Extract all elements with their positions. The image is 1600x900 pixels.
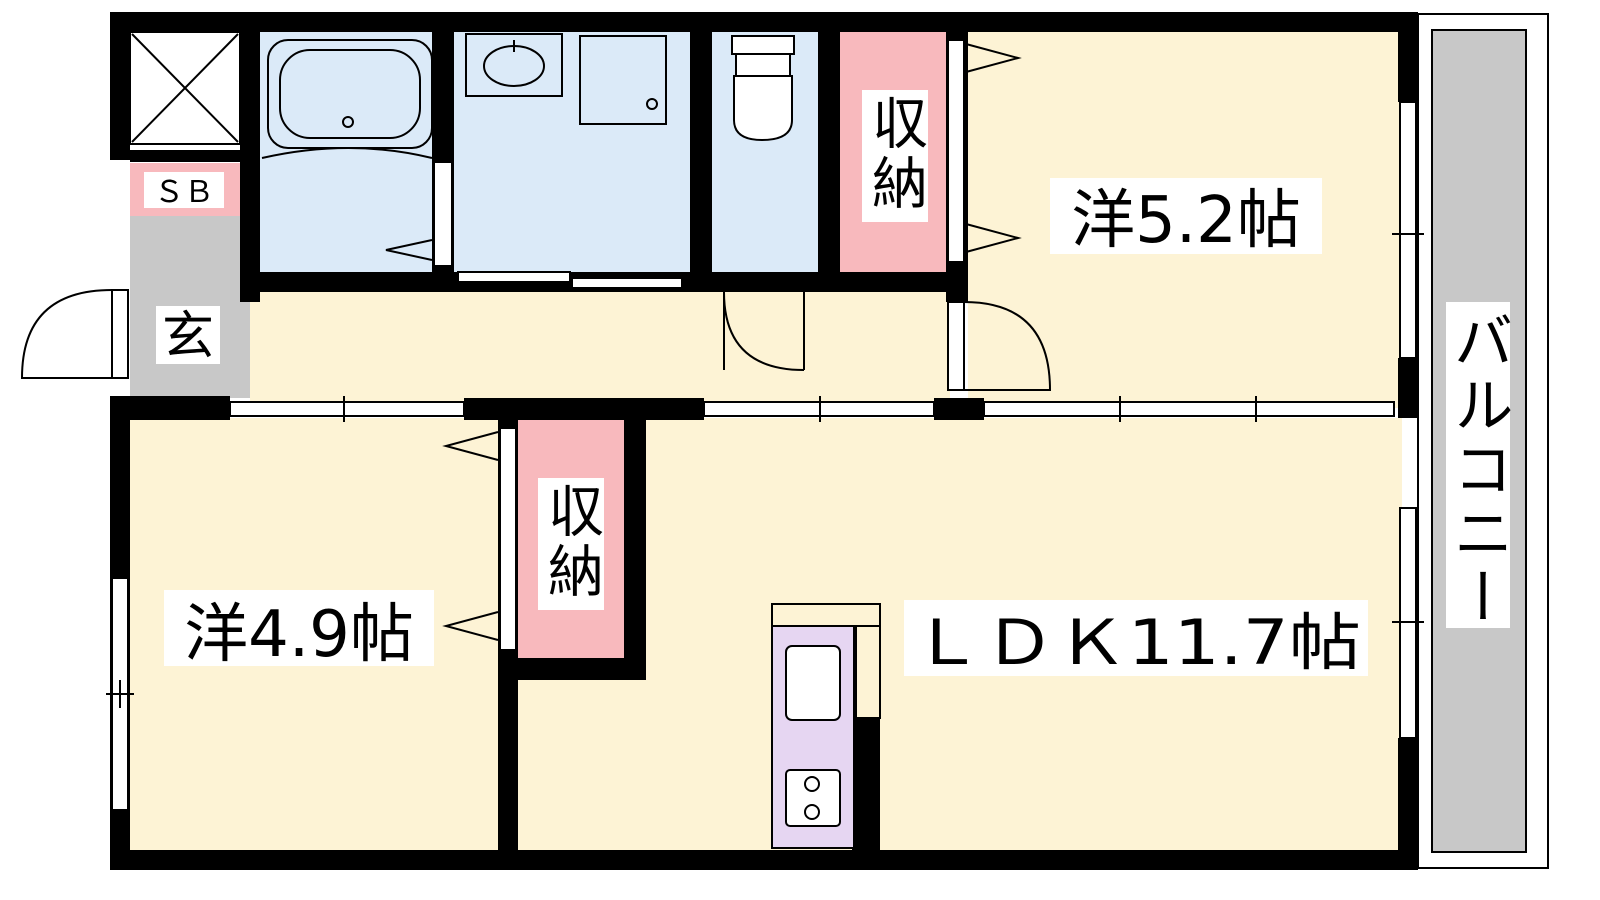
label-entrance: 玄 <box>162 307 214 367</box>
label-balcony: バルコニー <box>1443 310 1513 630</box>
toilet-icon <box>731 35 795 142</box>
label-shoe-box: ＳＢ <box>154 175 214 210</box>
western-right-door <box>947 301 1052 391</box>
entrance-door <box>20 289 129 379</box>
bathtub-icon <box>261 39 433 159</box>
windows <box>106 101 1424 811</box>
label-storage-bottom: 収納 <box>539 482 604 602</box>
label-ldk: ＬＤＫ11.7帖 <box>911 606 1361 679</box>
storage-top-doors <box>947 39 1022 263</box>
balcony-outline <box>1417 13 1549 869</box>
kitchen-counter <box>771 603 881 849</box>
pipe-shaft-cross <box>131 33 239 143</box>
label-western-left: 洋4.9帖 <box>184 598 414 672</box>
labels: 洋5.2帖 洋4.9帖 ＬＤＫ11.7帖 収納 収納 玄 ＳＢ バルコニー <box>144 90 1513 679</box>
floor-washroom <box>452 30 692 272</box>
washing-machine-icon <box>579 35 667 125</box>
label-western-right: 洋5.2帖 <box>1071 184 1301 258</box>
sliding-partitions <box>229 396 1395 422</box>
storage-bottom-doors <box>442 427 517 651</box>
floor-bath <box>260 30 438 272</box>
wash-basin-icon <box>465 33 563 97</box>
floor-corridor <box>250 290 950 408</box>
toilet-door <box>723 291 805 371</box>
bathroom-doors <box>385 161 683 289</box>
floors <box>128 30 1526 866</box>
label-storage-top: 収納 <box>863 94 928 214</box>
